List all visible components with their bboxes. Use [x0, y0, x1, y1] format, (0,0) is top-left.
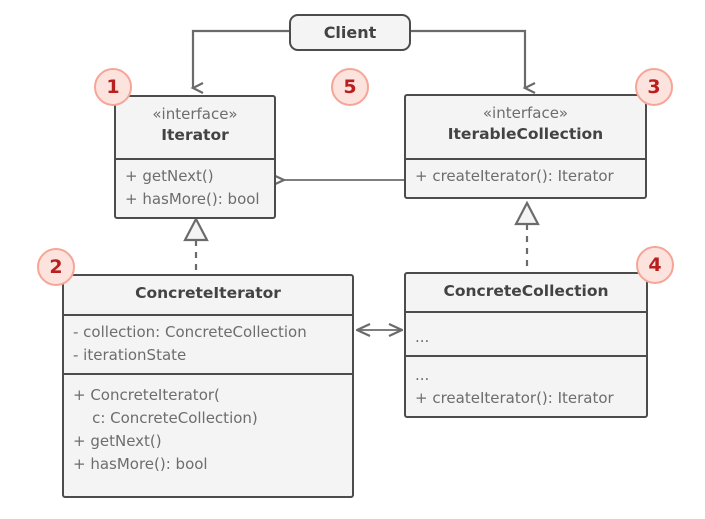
connector-client-to-iterable-collection: [411, 29, 536, 94]
concrete-collection-header: ConcreteCollection: [406, 274, 646, 311]
connector-client-to-iterator: [190, 29, 289, 94]
iterable-collection-methods: + createIterator(): Iterator: [406, 158, 645, 194]
concrete-collection-methods: ... + createIterator(): Iterator: [406, 354, 646, 416]
iterator-stereotype: «interface»: [152, 105, 238, 123]
member-row: + getNext(): [73, 432, 162, 450]
class-box-concrete-collection[interactable]: ConcreteCollection ... ... + createItera…: [404, 272, 648, 418]
concrete-iterator-methods: + ConcreteIterator( c: ConcreteCollectio…: [64, 373, 352, 482]
member-row: + hasMore(): bool: [73, 455, 208, 473]
member-row: + getNext(): [125, 167, 214, 185]
concrete-collection-fields: ...: [406, 311, 646, 355]
iterator-methods: + getNext() + hasMore(): bool: [116, 158, 274, 217]
member-row: - iterationState: [73, 346, 187, 364]
client-class-name: Client: [323, 22, 377, 42]
class-box-client[interactable]: Client: [289, 14, 411, 51]
badge-4[interactable]: 4: [636, 246, 674, 284]
member-row: + createIterator(): Iterator: [415, 167, 614, 185]
badge-2[interactable]: 2: [37, 248, 75, 286]
class-box-concrete-iterator[interactable]: ConcreteIterator - collection: ConcreteC…: [62, 274, 354, 498]
badge-3[interactable]: 3: [635, 68, 673, 106]
iterator-class-name: Iterator: [161, 126, 229, 144]
member-row: c: ConcreteCollection): [73, 409, 258, 427]
iterable-collection-header: «interface» IterableCollection: [406, 96, 645, 158]
concrete-iterator-header: ConcreteIterator: [64, 276, 352, 314]
class-box-iterable-collection[interactable]: «interface» IterableCollection + createI…: [404, 94, 647, 199]
concrete-iterator-fields: - collection: ConcreteCollection - itera…: [64, 314, 352, 373]
concrete-collection-class-name: ConcreteCollection: [443, 282, 609, 300]
member-row: + ConcreteIterator(: [73, 386, 220, 404]
iterator-header: «interface» Iterator: [116, 97, 274, 158]
concrete-iterator-class-name: ConcreteIterator: [135, 284, 281, 302]
badge-5[interactable]: 5: [331, 68, 369, 106]
connector-concrete-iterator-realizes-iterator: [183, 216, 209, 275]
iterable-collection-class-name: IterableCollection: [447, 125, 604, 143]
connector-concrete-collection-realizes-iterable-collection: [514, 200, 540, 273]
member-row: + hasMore(): bool: [125, 190, 260, 208]
member-row: - collection: ConcreteCollection: [73, 323, 307, 341]
member-row: + createIterator(): Iterator: [415, 388, 614, 407]
iterable-collection-stereotype: «interface»: [482, 104, 569, 122]
badge-1[interactable]: 1: [94, 68, 132, 106]
member-row: ...: [415, 327, 430, 346]
member-row: ...: [415, 365, 430, 384]
class-box-iterator[interactable]: «interface» Iterator + getNext() + hasMo…: [114, 95, 276, 219]
